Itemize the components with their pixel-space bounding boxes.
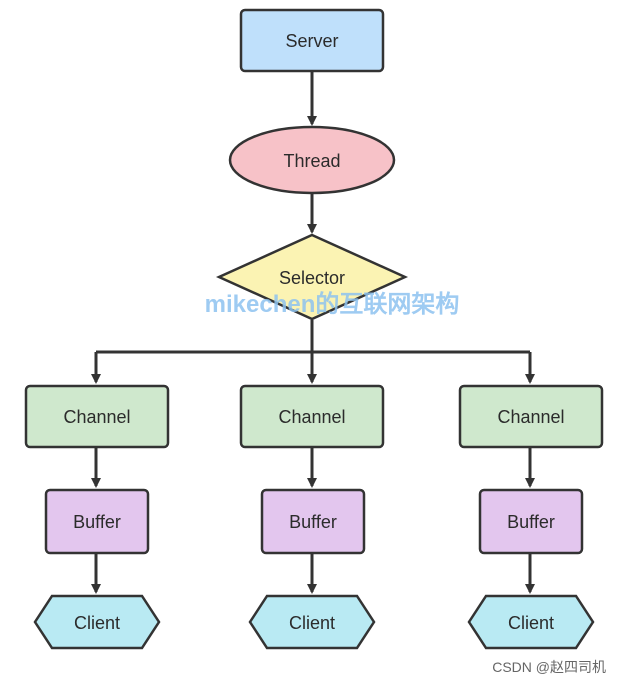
thread-label: Thread <box>283 151 340 171</box>
channel-label: Channel <box>63 407 130 427</box>
channel-box <box>24 384 170 449</box>
selector-node: Selector <box>215 233 409 321</box>
buffer-box <box>44 488 150 555</box>
client-hexagon <box>33 594 161 650</box>
client-label: Client <box>289 613 335 633</box>
thread-node: Thread <box>228 125 396 195</box>
channel-box <box>458 384 604 449</box>
buffer-box <box>260 488 366 555</box>
client-node-1: Client <box>33 594 161 650</box>
client-node-2: Client <box>248 594 376 650</box>
client-hexagon <box>467 594 595 650</box>
buffer-label: Buffer <box>507 512 555 532</box>
channel-node-3: Channel <box>458 384 604 449</box>
buffer-box <box>478 488 584 555</box>
channel-node-2: Channel <box>239 384 385 449</box>
client-node-3: Client <box>467 594 595 650</box>
channel-node-1: Channel <box>24 384 170 449</box>
watermark-text: mikechen的互联网架构 <box>205 290 460 318</box>
channel-label: Channel <box>497 407 564 427</box>
selector-label: Selector <box>279 268 345 288</box>
buffer-node-3: Buffer <box>478 488 584 555</box>
buffer-node-1: Buffer <box>44 488 150 555</box>
channel-label: Channel <box>278 407 345 427</box>
thread-ellipse <box>228 125 396 195</box>
client-label: Client <box>508 613 554 633</box>
selector-diamond <box>215 233 409 321</box>
buffer-node-2: Buffer <box>260 488 366 555</box>
server-box <box>239 8 385 73</box>
buffer-label: Buffer <box>73 512 121 532</box>
footer-credit: CSDN @赵四司机 <box>492 659 606 675</box>
client-hexagon <box>248 594 376 650</box>
buffer-label: Buffer <box>289 512 337 532</box>
edges <box>91 72 535 594</box>
channel-box <box>239 384 385 449</box>
client-label: Client <box>74 613 120 633</box>
server-label: Server <box>285 31 338 51</box>
server-node: Server <box>239 8 385 73</box>
